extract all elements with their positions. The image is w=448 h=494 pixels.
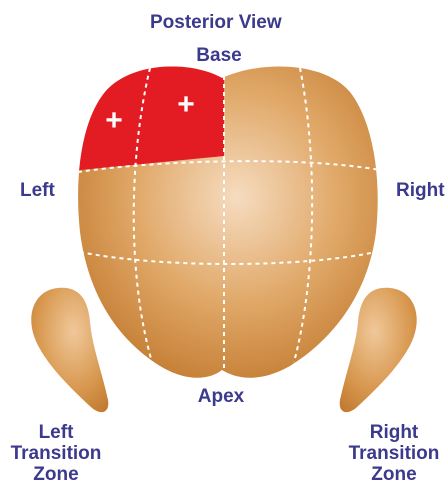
view-title: Posterior View [150,12,280,33]
left-tz-line-2: Transition [2,443,110,464]
right-transition-zone-shape [340,288,417,412]
left-label: Left [20,180,55,201]
positive-marker-1: + [105,104,123,137]
right-tz-line-2: Transition [340,443,448,464]
left-tz-line-1: Left [2,422,110,443]
right-tz-line-1: Right [340,422,448,443]
left-transition-zone-shape [31,288,108,412]
right-tz-line-3: Zone [340,464,448,485]
right-transition-zone-label: Right Transition Zone [340,422,448,485]
left-transition-zone-label: Left Transition Zone [2,422,110,485]
positive-marker-2: + [177,88,195,121]
apex-label: Apex [186,386,256,407]
right-label: Right [396,180,445,201]
left-tz-line-3: Zone [2,464,110,485]
base-label: Base [184,45,254,66]
